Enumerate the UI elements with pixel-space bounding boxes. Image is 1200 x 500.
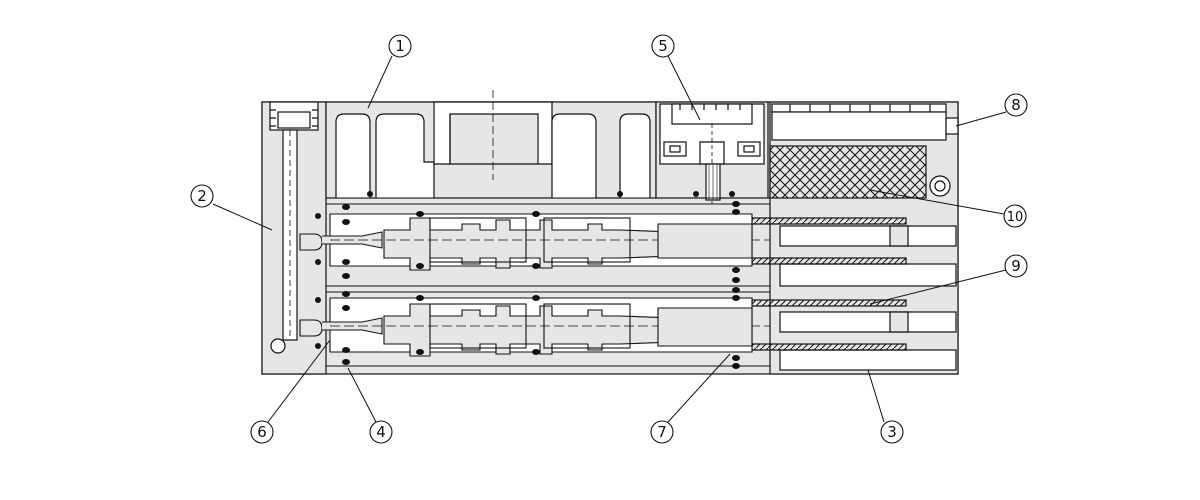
callout-label-9: 9 xyxy=(1011,257,1021,275)
callout-2: 2 xyxy=(190,184,214,208)
callout-6: 6 xyxy=(250,420,274,444)
leader-8 xyxy=(955,111,1007,127)
leader-10 xyxy=(869,189,1005,215)
electrical-connector xyxy=(655,101,769,204)
solenoid-housing xyxy=(751,101,959,375)
callout-label-3: 3 xyxy=(887,423,897,441)
leader-7 xyxy=(667,353,731,423)
callout-label-10: 10 xyxy=(1007,210,1024,225)
callout-3: 3 xyxy=(880,420,904,444)
callout-8: 8 xyxy=(1004,93,1028,117)
callout-10: 10 xyxy=(1003,204,1027,228)
leader-4 xyxy=(347,367,377,423)
callout-9: 9 xyxy=(1004,254,1028,278)
callout-1: 1 xyxy=(388,34,412,58)
leader-2 xyxy=(212,203,273,231)
spool-upper xyxy=(299,213,770,271)
callout-4: 4 xyxy=(369,420,393,444)
leader-1 xyxy=(367,55,393,109)
leader-6 xyxy=(267,339,331,423)
spool-lower xyxy=(299,297,770,357)
callout-label-4: 4 xyxy=(376,423,386,441)
manifold-block xyxy=(325,90,657,199)
callout-label-5: 5 xyxy=(658,37,668,55)
callout-label-6: 6 xyxy=(257,423,267,441)
callout-label-1: 1 xyxy=(395,37,405,55)
callout-7: 7 xyxy=(650,420,674,444)
leader-3 xyxy=(867,369,885,423)
leader-lines xyxy=(212,55,1007,423)
leader-9 xyxy=(869,269,1007,305)
o-ring-seals xyxy=(315,191,740,369)
plungers xyxy=(657,223,753,347)
leader-5 xyxy=(667,55,701,121)
callout-label-2: 2 xyxy=(197,187,207,205)
callout-label-8: 8 xyxy=(1011,96,1021,114)
body-bore-lines xyxy=(326,197,770,367)
callout-5: 5 xyxy=(651,34,675,58)
end-plate-left xyxy=(261,101,327,375)
callout-label-7: 7 xyxy=(657,423,667,441)
